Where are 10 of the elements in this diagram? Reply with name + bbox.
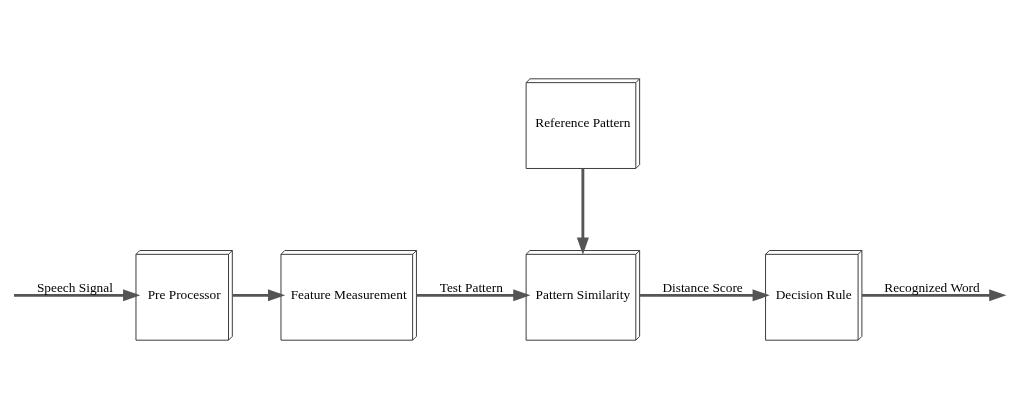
arrow [862,289,1007,302]
arrow [14,289,141,302]
edge-label: Test Pattern [439,279,503,295]
edge-label: Speech Signal [36,279,113,295]
arrow [416,289,531,302]
edge-label: Recognized Word [884,279,980,295]
edge-label: Distance Score [662,279,743,295]
arrow [232,289,286,302]
arrow [576,168,589,255]
arrow [639,289,770,302]
